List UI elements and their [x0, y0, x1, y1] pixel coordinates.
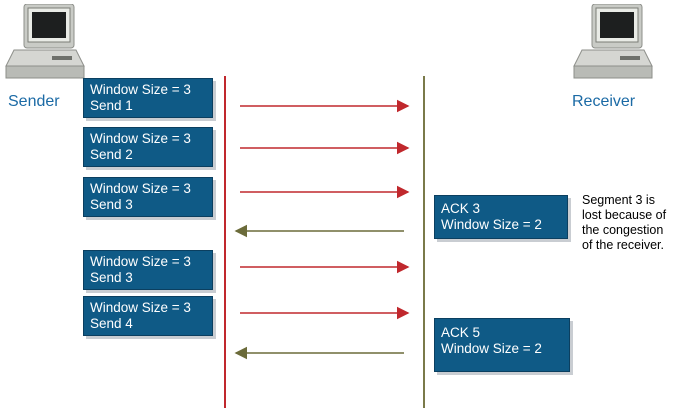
note-line-4: of the receiver. [582, 238, 664, 252]
box-line-1: Window Size = 3 [90, 131, 191, 146]
sender-box-send-2: Window Size = 3 Send 2 [83, 127, 213, 167]
receiver-label: Receiver [572, 93, 636, 110]
sender-box-send-4: Window Size = 3 Send 4 [83, 296, 213, 336]
box-line-2: Window Size = 2 [441, 217, 542, 232]
box-line-2: Send 4 [90, 316, 133, 331]
box-line-2: Window Size = 2 [441, 341, 542, 356]
sender-box-resend-3: Window Size = 3 Send 3 [83, 250, 213, 290]
note-line-1: Segment 3 is [582, 193, 655, 207]
box-line-2: Send 2 [90, 147, 133, 162]
box-line-2: Send 3 [90, 270, 133, 285]
box-line-1: Window Size = 3 [90, 82, 191, 97]
box-line-1: ACK 5 [441, 325, 481, 340]
box-line-1: ACK 3 [441, 201, 481, 216]
congestion-note: Segment 3 is lost because of the congest… [582, 193, 666, 253]
box-line-2: Send 3 [90, 197, 133, 212]
note-line-2: lost because of [582, 208, 667, 222]
box-line-1: Window Size = 3 [90, 300, 191, 315]
box-line-1: Window Size = 3 [90, 181, 191, 196]
sender-box-send-3: Window Size = 3 Send 3 [83, 177, 213, 217]
receiver-box-ack-5: ACK 5 Window Size = 2 [434, 318, 570, 372]
sender-label: Sender [8, 93, 60, 110]
sender-computer-icon [5, 4, 85, 79]
sender-box-send-1: Window Size = 3 Send 1 [83, 78, 213, 118]
box-line-1: Window Size = 3 [90, 254, 191, 269]
receiver-box-ack-3: ACK 3 Window Size = 2 [434, 195, 568, 239]
note-line-3: the congestion [582, 223, 664, 237]
receiver-computer-icon [573, 4, 653, 79]
box-line-2: Send 1 [90, 98, 133, 113]
